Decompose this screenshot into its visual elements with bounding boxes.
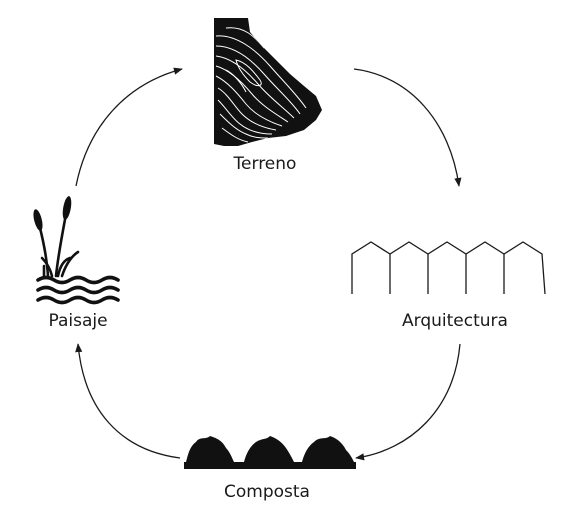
compost-mounds-icon [184, 436, 356, 469]
arrow-composta-to-paisaje [75, 343, 181, 459]
terreno-label: Terreno [233, 154, 297, 174]
arrow-paisaje-to-terreno [75, 67, 183, 187]
greenhouse-roof-icon [351, 241, 546, 295]
composta-node: Composta [184, 436, 356, 502]
reeds-water-icon [33, 196, 120, 305]
paisaje-node: Paisaje [33, 196, 120, 331]
arquitectura-label: Arquitectura [402, 311, 508, 331]
terrain-contour-map-icon [214, 18, 322, 146]
arrow-terreno-to-arquitectura [353, 68, 462, 187]
arrow-arquitectura-to-composta [355, 343, 461, 461]
arquitectura-node: Arquitectura [351, 241, 546, 331]
terreno-node: Terreno [214, 18, 322, 174]
composta-label: Composta [224, 482, 310, 502]
paisaje-label: Paisaje [48, 311, 107, 331]
